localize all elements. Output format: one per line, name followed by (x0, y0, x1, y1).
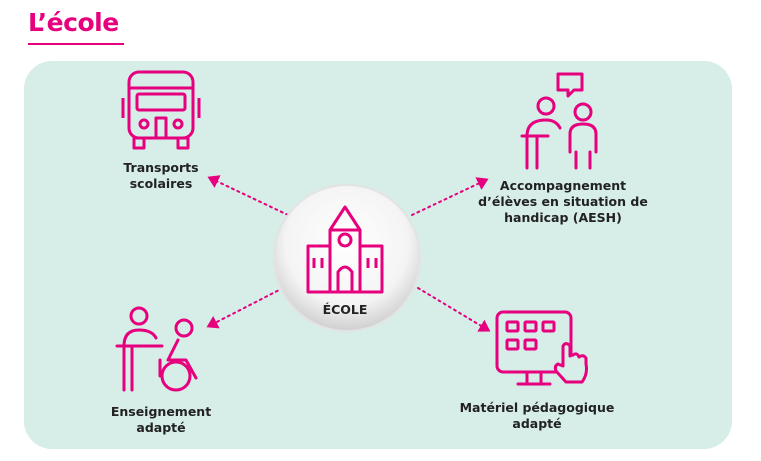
center-disc (273, 184, 421, 332)
node-label-enseignement: Enseignement adapté (86, 404, 236, 436)
page-title: L’école (28, 8, 119, 37)
touchscreen-monitor-icon (495, 310, 588, 386)
assistant-support-icon (520, 72, 598, 170)
node-label-aesh-line-3: handicap (AESH) (504, 210, 622, 225)
node-label-enseignement-line-1: Enseignement (110, 404, 212, 419)
node-label-materiel-line-1: Matériel pédagogique (459, 400, 615, 415)
wheelchair-student-icon (115, 306, 198, 392)
connector-aesh (411, 177, 489, 216)
node-label-aesh: Accompagnement d’élèves en situation de … (470, 178, 656, 226)
title-underline (28, 43, 124, 45)
connector-enseignement (206, 287, 284, 329)
connector-materiel (417, 287, 491, 332)
node-label-materiel: Matériel pédagogique adapté (452, 400, 622, 432)
node-label-enseignement-line-2: adapté (136, 420, 186, 435)
connector-transports (207, 175, 289, 216)
node-label-materiel-line-2: adapté (512, 416, 562, 431)
node-label-transports: Transports scolaires (96, 160, 226, 192)
node-label-transports-line-1: Transports (123, 160, 199, 175)
node-label-aesh-line-2: d’élèves en situation de (478, 194, 648, 209)
node-label-aesh-line-1: Accompagnement (499, 178, 627, 193)
school-bus-icon (121, 70, 201, 150)
center-label: ÉCOLE (322, 302, 368, 317)
school-building-icon (306, 205, 384, 294)
node-label-transports-line-2: scolaires (129, 176, 193, 191)
